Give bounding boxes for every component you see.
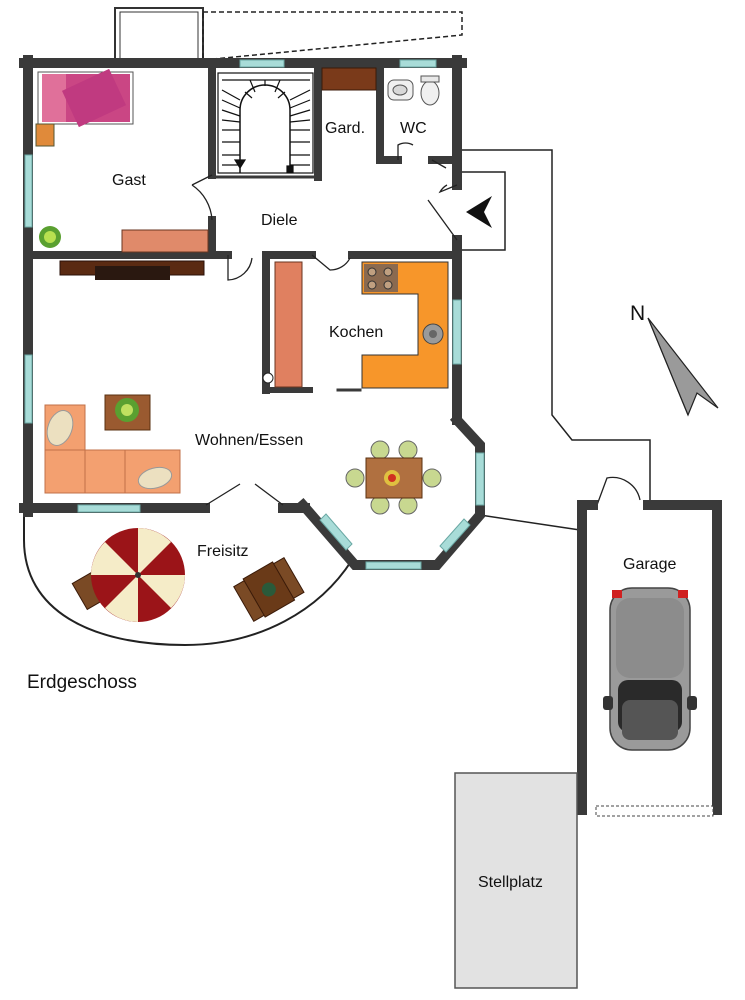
floor-title: Erdgeschoss	[27, 672, 137, 693]
coffee-table	[104, 394, 151, 431]
garage-door	[595, 805, 714, 817]
room-label-wc: WC	[400, 120, 427, 137]
terrace-furniture	[71, 528, 305, 623]
staircase	[217, 72, 314, 174]
room-label-garderobe: Gard.	[325, 120, 365, 137]
car-icon	[603, 587, 697, 751]
room-label-stellplatz: Stellplatz	[478, 874, 543, 891]
wc-fixtures	[387, 75, 440, 106]
windows	[24, 59, 485, 570]
dining-set	[345, 440, 442, 515]
room-label-diele: Diele	[261, 212, 298, 229]
parking-space	[454, 772, 578, 989]
guest-bed	[35, 68, 134, 147]
media-board	[59, 260, 205, 280]
entrance	[458, 171, 506, 251]
garden-path-lines	[462, 149, 651, 531]
umbrella-icon	[91, 528, 185, 622]
doors	[191, 142, 641, 506]
entrance-arrow-icon	[466, 196, 492, 228]
north-arrow-icon	[647, 317, 719, 417]
wardrobe	[321, 67, 377, 91]
room-label-freisitz: Freisitz	[197, 543, 249, 560]
kitchen-units	[361, 261, 449, 389]
room-label-wohnen-essen: Wohnen/Essen	[195, 432, 303, 449]
garage-walls	[577, 500, 722, 815]
terrace-outline	[23, 515, 353, 647]
guest-plant-icon	[39, 226, 61, 248]
hall-stool-icon	[262, 372, 274, 384]
room-label-garage: Garage	[623, 556, 676, 573]
room-label-gast: Gast	[112, 172, 146, 189]
sofa	[44, 404, 181, 494]
north-label: N	[630, 302, 645, 325]
balcony-outline	[114, 7, 463, 61]
guest-sideboard	[121, 229, 209, 253]
hall-cabinet	[274, 261, 303, 388]
room-label-kochen: Kochen	[329, 324, 383, 341]
